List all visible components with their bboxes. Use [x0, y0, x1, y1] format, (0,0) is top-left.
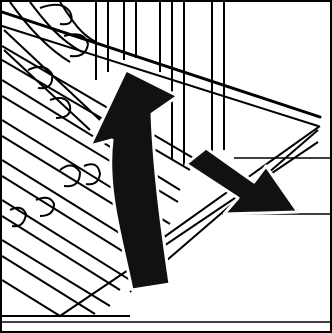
- instruction-figure: [0, 0, 332, 333]
- rack-illustration: [0, 0, 332, 333]
